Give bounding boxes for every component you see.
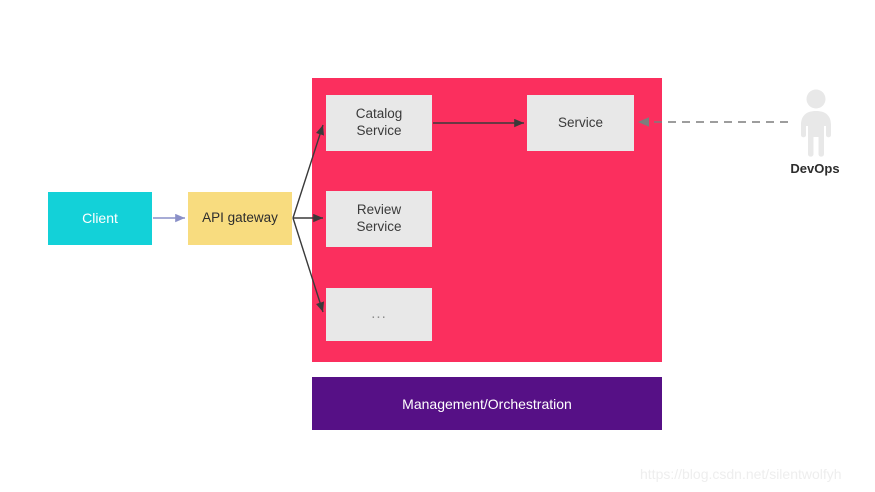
management-orchestration-bar: Management/Orchestration xyxy=(312,377,662,430)
client-label: Client xyxy=(82,209,118,226)
service-box[interactable]: Service xyxy=(527,95,634,151)
client-box[interactable]: Client xyxy=(48,192,152,245)
catalog-service-line1: Catalog xyxy=(355,106,403,122)
api-gateway-label: API gateway xyxy=(202,210,278,226)
catalog-service-label: Catalog Service xyxy=(356,106,403,140)
catalog-service-line2: Service xyxy=(356,123,402,138)
review-service-line2: Service xyxy=(356,219,402,234)
review-service-label: Review Service xyxy=(356,202,401,236)
service-label: Service xyxy=(557,114,603,130)
api-gateway-box[interactable]: API gateway xyxy=(188,192,292,245)
watermark: https://blog.csdn.net/silentwolfyh xyxy=(640,466,842,482)
review-service-line1: Review xyxy=(356,202,402,218)
more-services-box[interactable]: ... xyxy=(326,288,432,341)
person-icon xyxy=(801,89,831,157)
more-services-label: ... xyxy=(371,305,387,323)
devops-label: DevOps xyxy=(790,161,840,176)
management-orchestration-label: Management/Orchestration xyxy=(402,395,572,412)
review-service-box[interactable]: Review Service xyxy=(326,191,432,247)
catalog-service-box[interactable]: Catalog Service xyxy=(326,95,432,151)
